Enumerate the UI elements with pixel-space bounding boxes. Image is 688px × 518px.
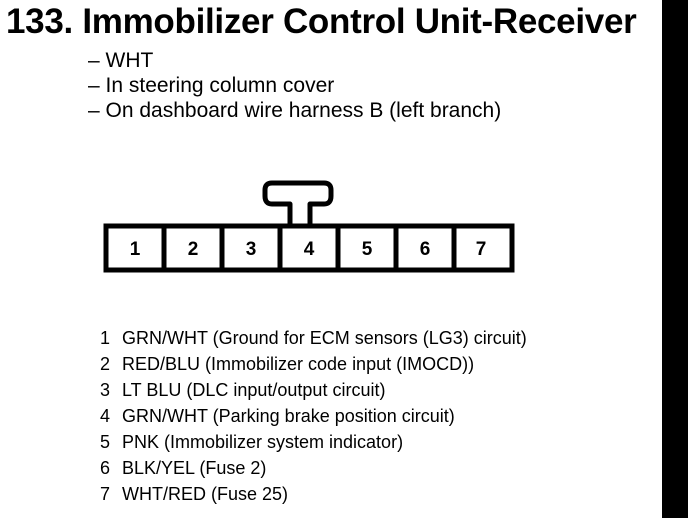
pin-number: 7 — [100, 484, 111, 504]
pin-number: 5 — [100, 432, 111, 452]
pin-description: RED/BLU (Immobilizer code input (IMOCD)) — [122, 354, 475, 374]
pin-label-5: 5 — [362, 239, 373, 260]
pin-description: WHT/RED (Fuse 25) — [122, 484, 289, 504]
pin-label-4: 4 — [304, 239, 315, 260]
page-title: 133. Immobilizer Control Unit-Receiver — [6, 2, 637, 41]
detail-location: – In steering column cover — [88, 74, 335, 97]
pin-row: 7 WHT/RED (Fuse 25) — [100, 481, 527, 507]
pin-row: 6 BLK/YEL (Fuse 2) — [100, 455, 527, 481]
pin-row: 3 LT BLU (DLC input/output circuit) — [100, 377, 527, 403]
right-edge-bar — [662, 0, 688, 518]
pin-row: 2 RED/BLU (Immobilizer code input (IMOCD)… — [100, 351, 527, 377]
pin-label-6: 6 — [420, 239, 431, 260]
pin-row: 5 PNK (Immobilizer system indicator) — [100, 429, 527, 455]
pin-number: 1 — [100, 328, 111, 348]
pin-label-7: 7 — [476, 239, 487, 260]
pin-number: 4 — [100, 406, 111, 426]
pin-number: 3 — [100, 380, 111, 400]
pin-row: 4 GRN/WHT (Parking brake position circuit… — [100, 403, 527, 429]
pin-number: 6 — [100, 458, 111, 478]
pin-label-1: 1 — [130, 239, 141, 260]
pin-number: 2 — [100, 354, 111, 374]
detail-harness: – On dashboard wire harness B (left bran… — [88, 99, 502, 122]
pin-description: GRN/WHT (Ground for ECM sensors (LG3) ci… — [122, 328, 527, 348]
detail-color: – WHT — [88, 49, 154, 72]
pin-row: 1 GRN/WHT (Ground for ECM sensors (LG3) c… — [100, 325, 527, 351]
connector-body — [103, 223, 515, 273]
pin-description: PNK (Immobilizer system indicator) — [122, 432, 404, 452]
pin-assignment-list: 1 GRN/WHT (Ground for ECM sensors (LG3) c… — [100, 325, 527, 507]
pin-label-2: 2 — [188, 239, 199, 260]
pin-description: BLK/YEL (Fuse 2) — [122, 458, 267, 478]
connector-details: – WHT – In steering column cover – On da… — [88, 48, 501, 123]
pin-label-3: 3 — [246, 239, 257, 260]
pin-description: LT BLU (DLC input/output circuit) — [122, 380, 386, 400]
pin-description: GRN/WHT (Parking brake position circuit) — [122, 406, 455, 426]
connector-lock-tab — [262, 180, 334, 228]
